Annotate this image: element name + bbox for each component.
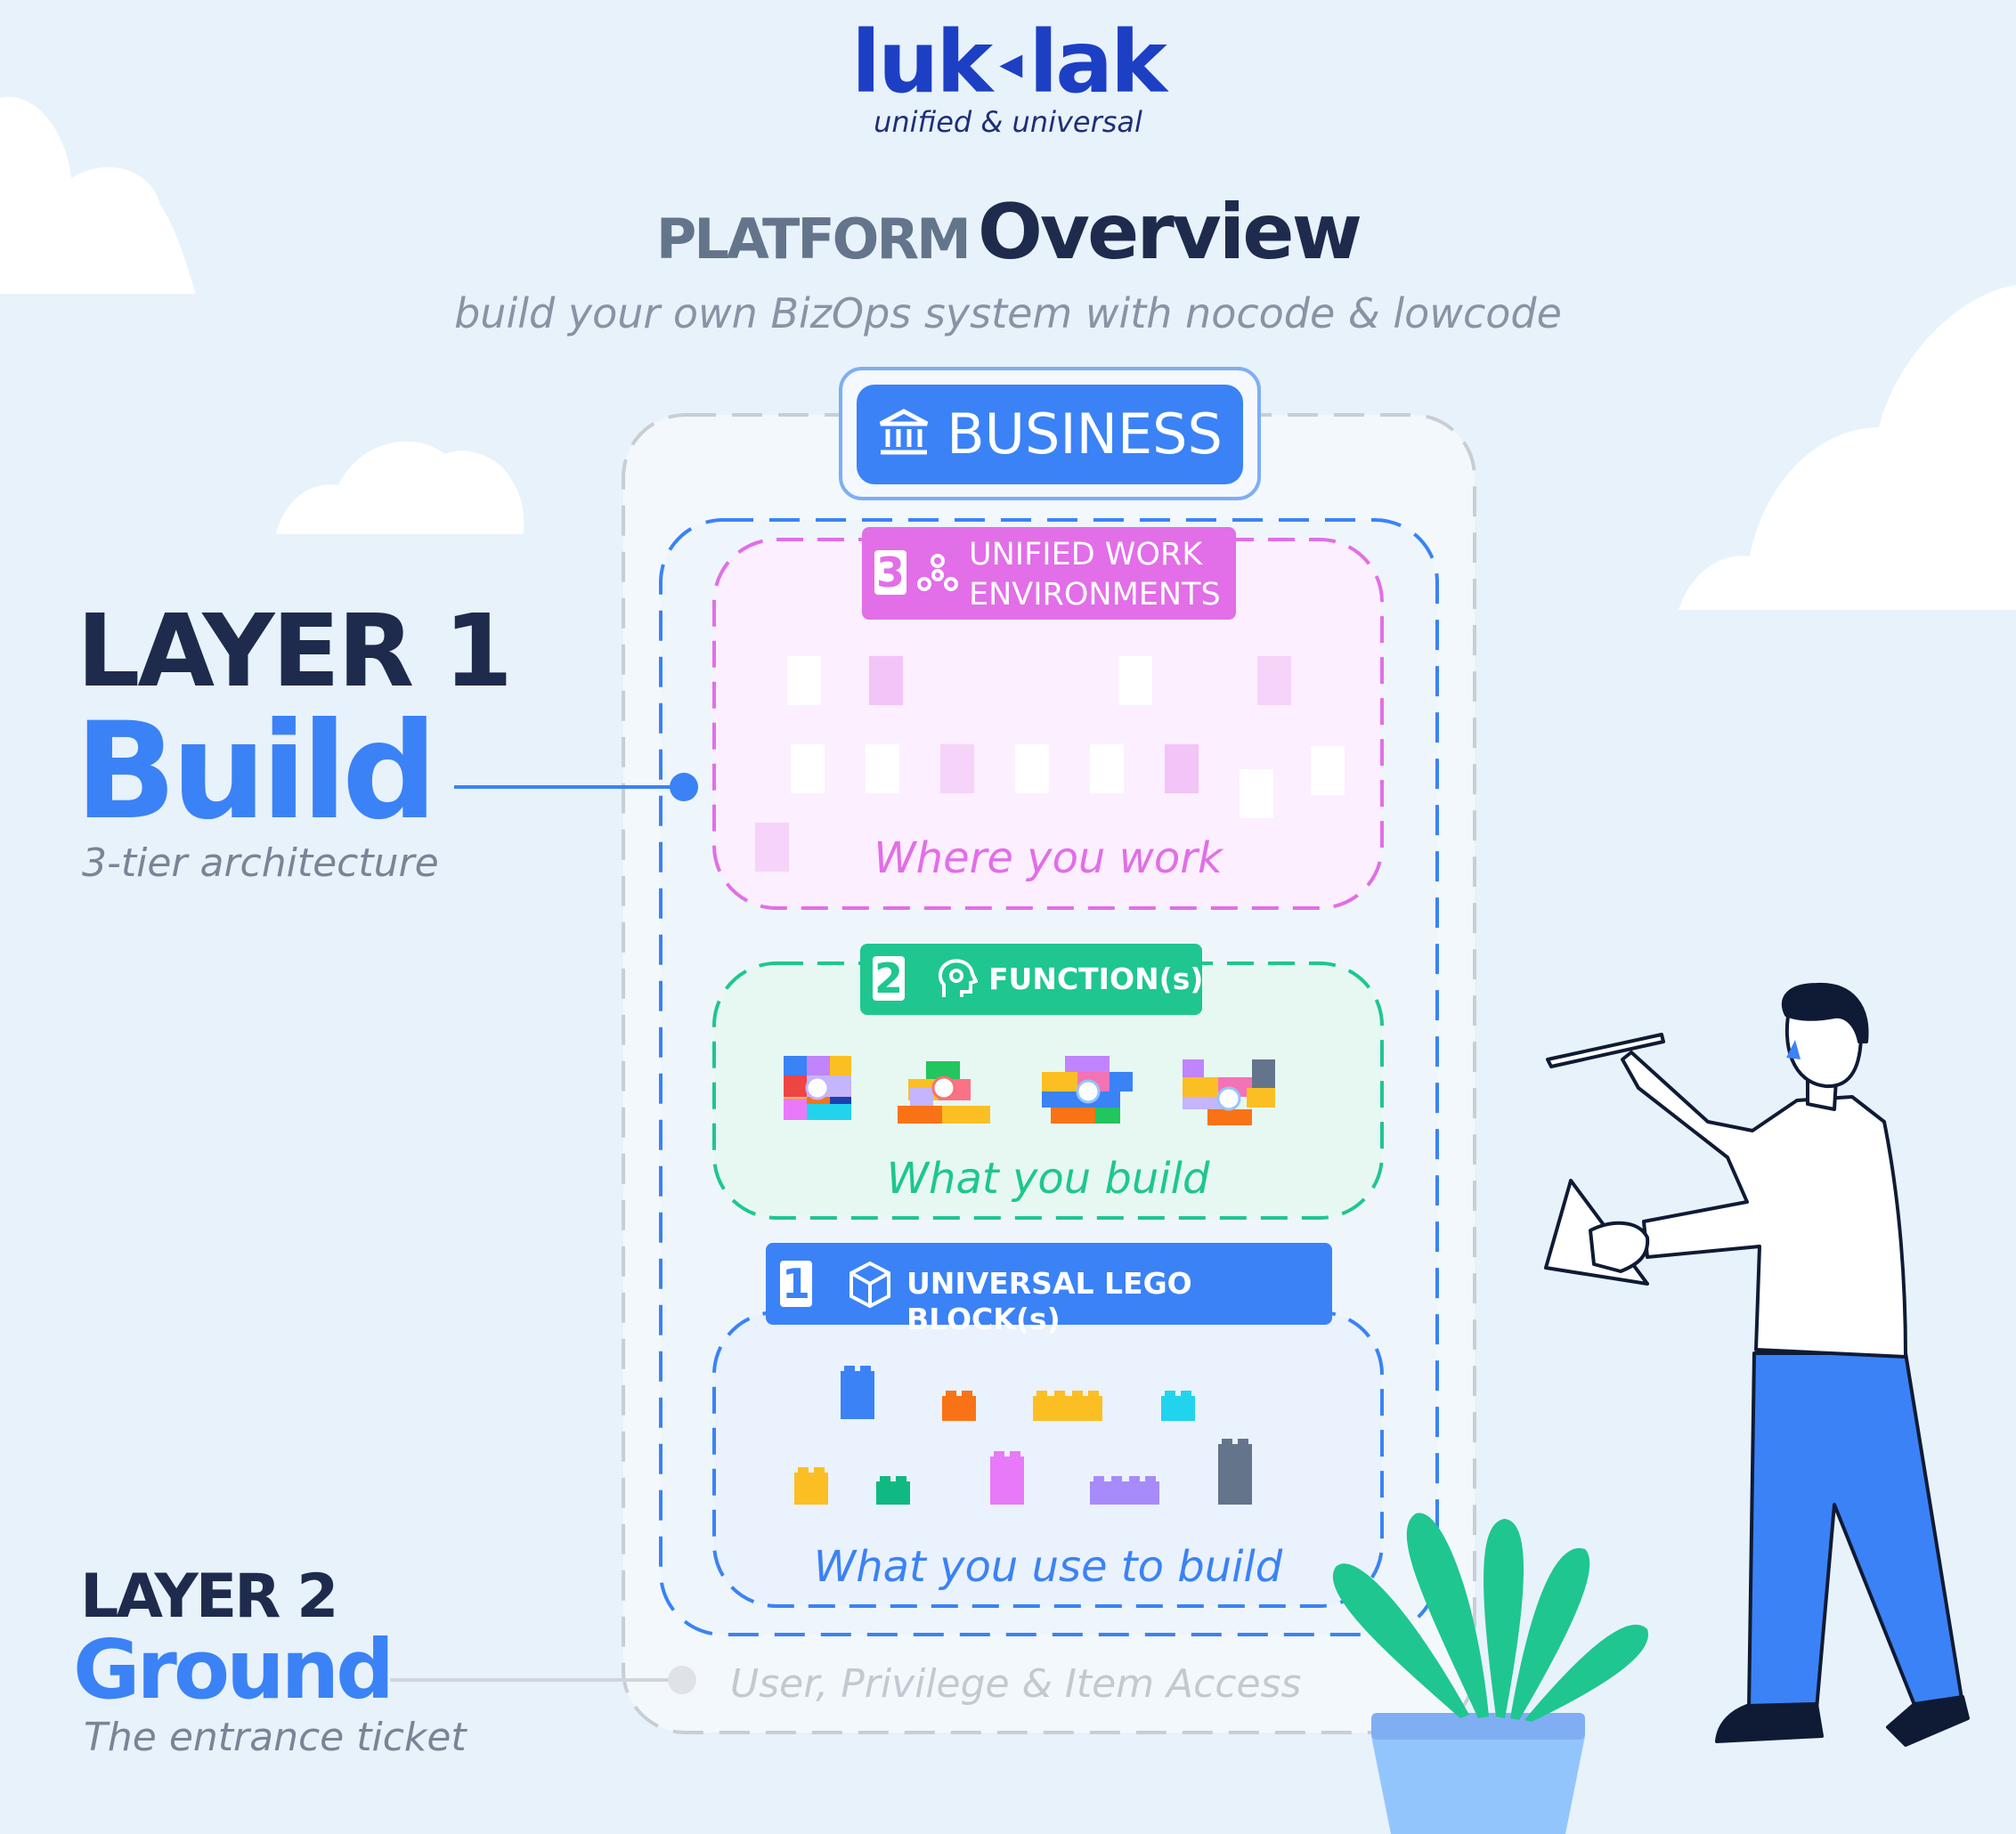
tier3-number: 3 [874,548,906,596]
tier1-caption: What you use to build [813,1542,1283,1592]
lego-block-cyan [1161,1391,1195,1421]
lego-block-orange [942,1391,976,1421]
network-icon [917,554,958,591]
layer2-connector-dot [668,1666,696,1694]
workspace-tiles [755,656,1345,872]
tier3-badge: 3 UNIFIED WORK ENVIRONMENTS [862,527,1236,620]
tier3-caption: Where you work [874,833,1223,883]
tier2-caption: What you build [886,1154,1210,1204]
cloud-middle-left [276,441,524,534]
plant-illustration [1332,1513,1648,1834]
layer2-label: LAYER 2 [80,1562,338,1632]
tier3-label-line1: UNIFIED WORK [969,537,1203,572]
business-badge: BUSINESS [857,385,1243,484]
cloud-right [1679,285,2016,610]
title-prefix: PLATFORM [655,207,971,272]
layer1-description: 3-tier architecture [82,840,439,886]
layer1-connector-dot [670,773,698,801]
function-assembly-1 [784,1056,851,1120]
person-illustration [1544,982,1970,1747]
tier1-badge: 1 UNIVERSAL LEGO BLOCK(s) [766,1243,1332,1336]
brain-gear-icon [938,959,978,997]
function-assembly-3 [1042,1056,1133,1124]
cloud-left [0,96,196,294]
logo-arrow-icon: ◂ [999,36,1022,90]
lego-block-purple-long [1090,1476,1159,1505]
tier2-label: FUNCTION(s) [988,962,1204,996]
business-label: BUSINESS [947,402,1223,467]
title-main: Overview [977,188,1362,277]
bank-icon [879,409,929,455]
cube-icon [849,1261,890,1309]
layer1-word: Build [75,694,437,849]
logo-left-text: luk [851,12,993,112]
tier3-label-line2: ENVIRONMENTS [969,577,1221,613]
tier2-badge: 2 FUNCTION(s) [860,944,1204,1015]
tier1-number: 1 [780,1260,812,1308]
lego-block-yellow-long [1033,1391,1102,1421]
brand-logo: luk◂lak [0,20,2016,105]
lego-block-yellow [794,1467,828,1505]
tier2-number: 2 [873,954,905,1002]
lego-block-blue [841,1366,874,1419]
function-assembly-2 [898,1061,990,1124]
layer2-word: Ground [73,1622,394,1717]
page-subtitle: build your own BizOps system with nocode… [454,289,1562,337]
tier1-label: UNIVERSAL LEGO BLOCK(s) [906,1266,1192,1336]
lego-block-magenta [990,1451,1024,1505]
function-assembly-4 [1183,1059,1275,1125]
brand-tagline: unified & universal [874,105,1142,139]
layer1-label: LAYER 1 [77,594,513,710]
layer2-description: The entrance ticket [84,1715,467,1760]
lego-block-gray [1218,1439,1252,1505]
ground-caption: User, Privilege & Item Access [730,1661,1302,1707]
lego-block-green [876,1476,910,1505]
logo-right-text: lak [1028,12,1167,112]
